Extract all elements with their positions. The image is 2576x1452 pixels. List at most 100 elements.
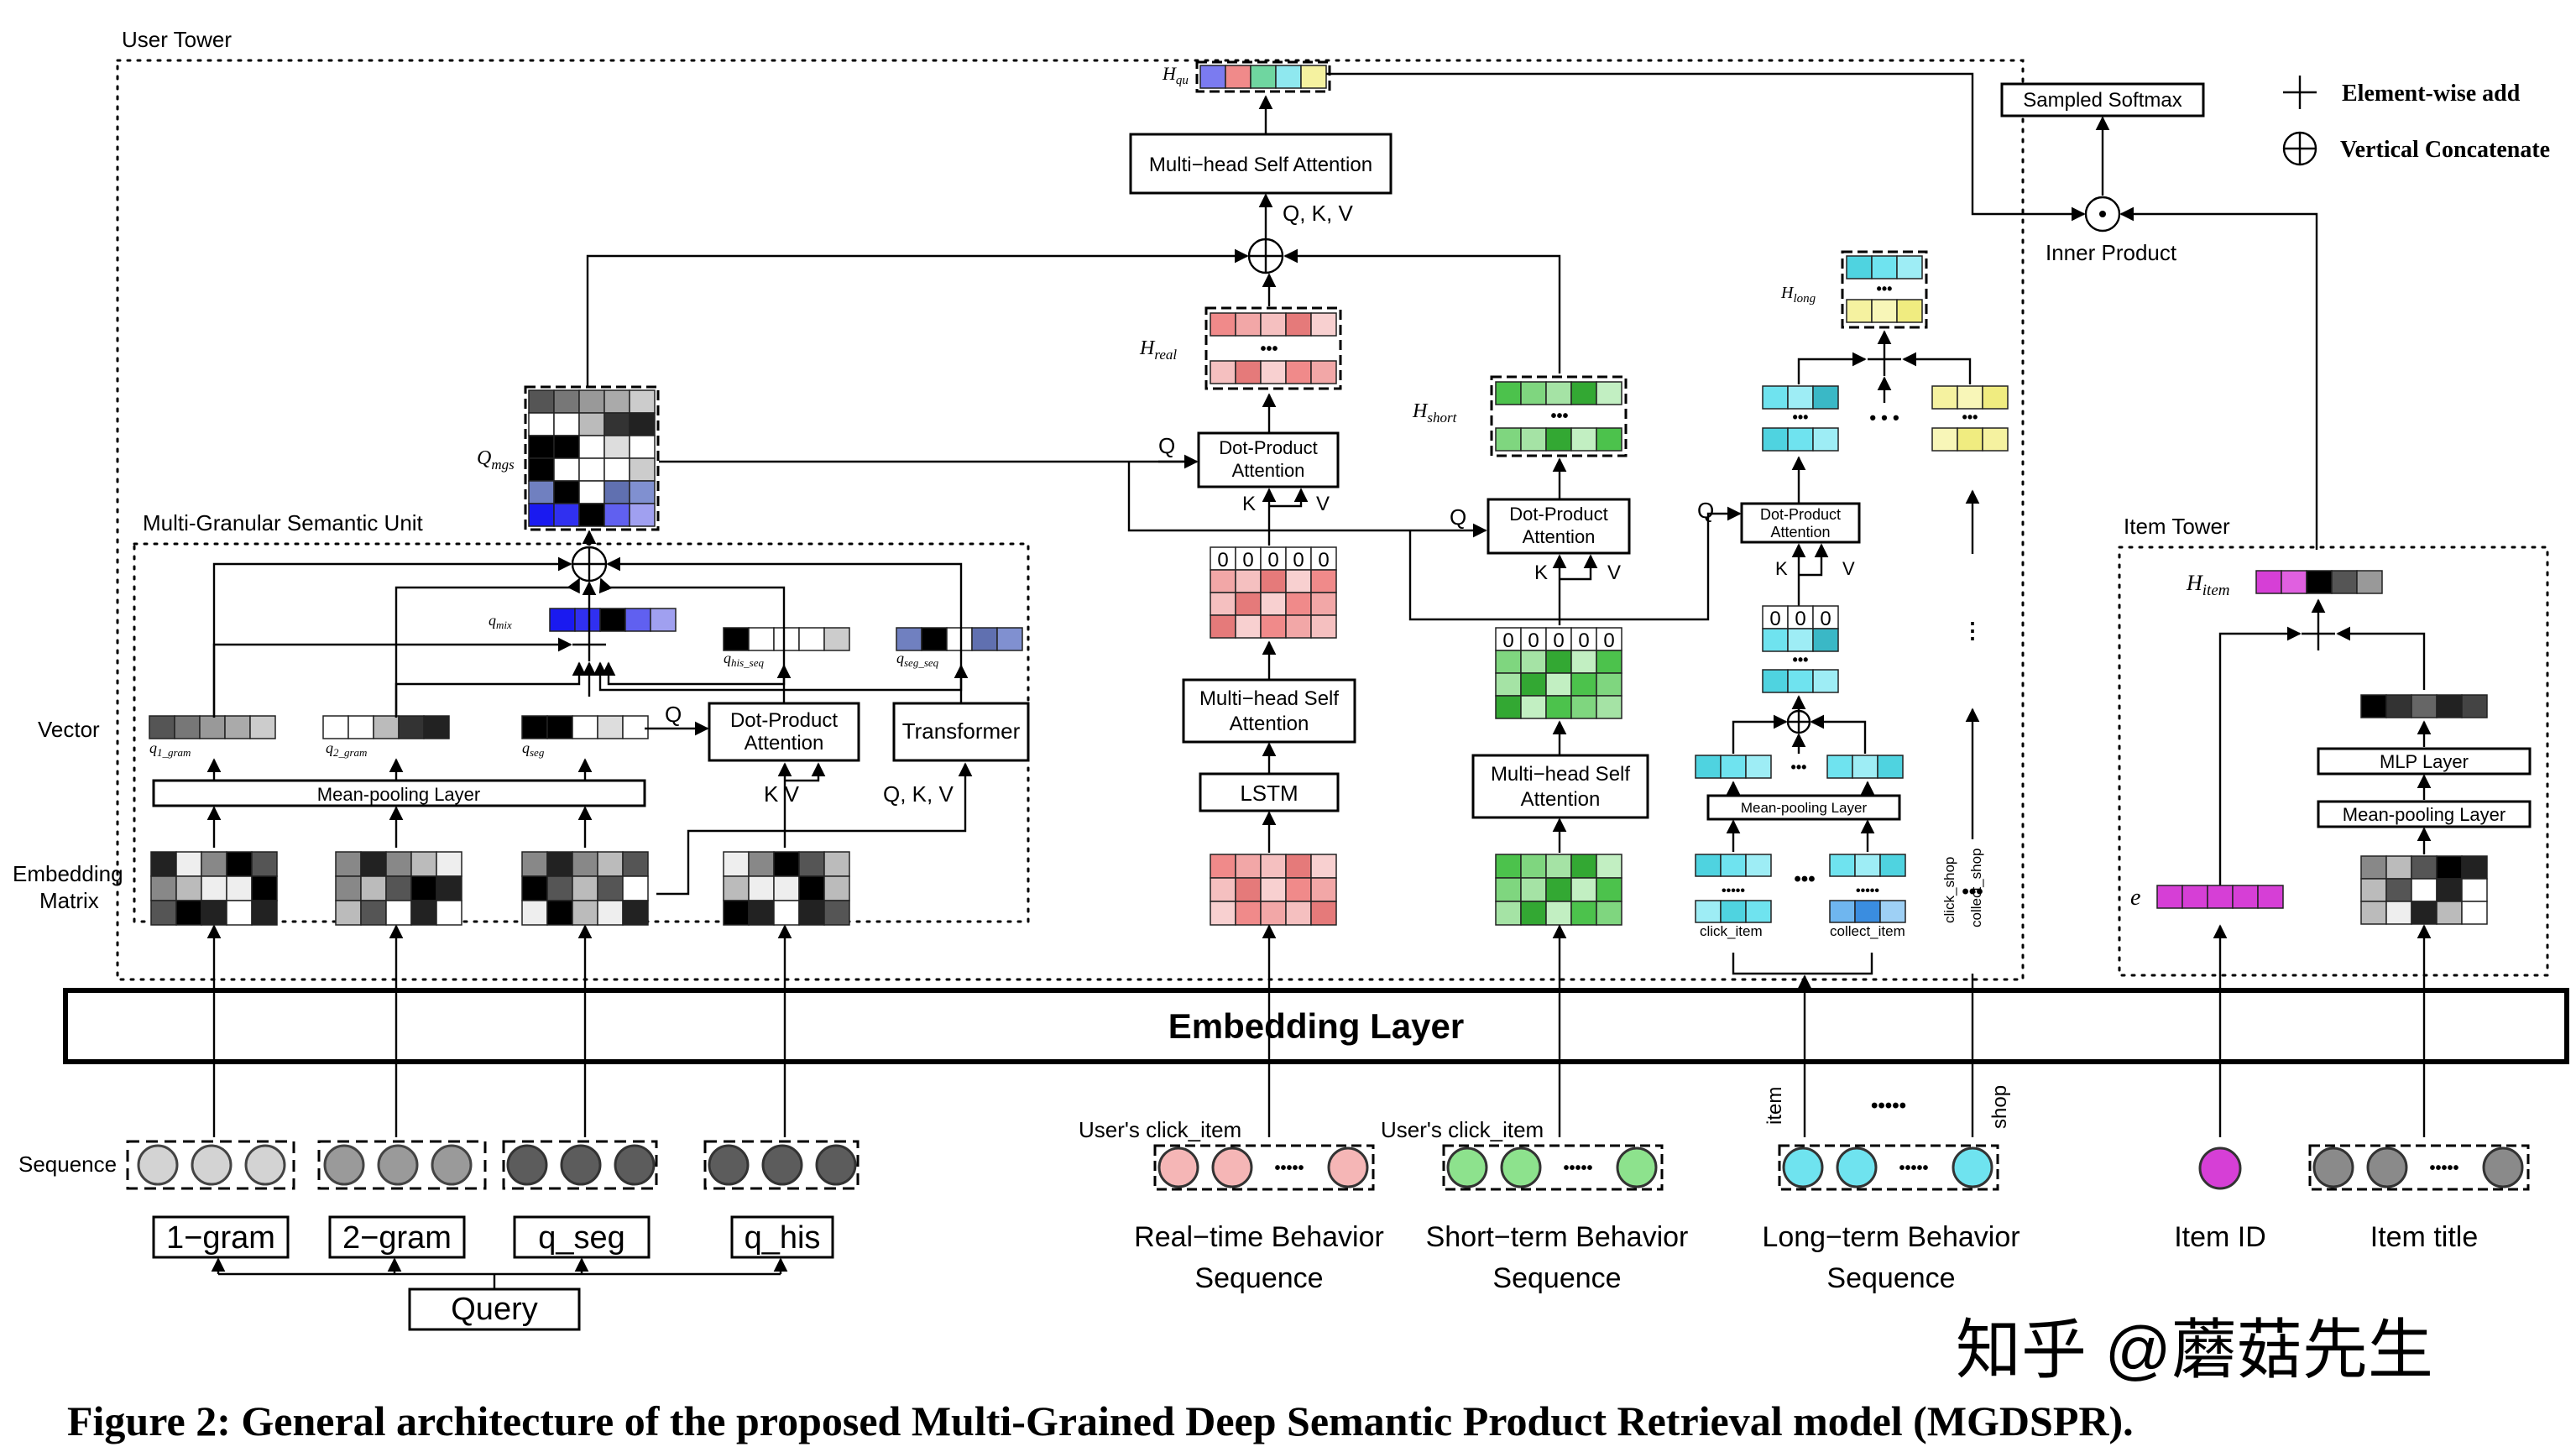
embedding-label: Embedding	[13, 861, 123, 886]
qmgs-cell	[604, 435, 630, 459]
real-emb-cell	[1260, 901, 1287, 926]
qmgs-cell	[629, 503, 656, 527]
item-mlp-box	[2317, 747, 2532, 776]
qsegseq-vector-cell	[996, 627, 1023, 651]
qseg-matrix-cell	[597, 851, 624, 877]
short-att-cell	[1520, 695, 1547, 719]
qmgs-cell	[629, 457, 656, 482]
q1gram-matrix-cell	[201, 875, 227, 901]
q2gram-vector-cell	[423, 715, 450, 739]
q1gram-matrix-cell	[175, 900, 202, 926]
svg-text:•••: •••	[1260, 340, 1278, 358]
embedding-layer-box	[63, 988, 2569, 1064]
svg-text:•••: •••	[1962, 409, 1978, 426]
svg-text:•••••: •••••	[1856, 884, 1879, 898]
hshort-cell	[1545, 381, 1572, 405]
real-att-cell	[1235, 569, 1262, 593]
q2gram-matrix-cell	[385, 900, 412, 926]
item-title-emb-cell	[2411, 855, 2438, 880]
top-mhsa-box	[1129, 133, 1393, 195]
item-mlp-out-cell	[2411, 694, 2438, 718]
real-emb-cell	[1285, 854, 1312, 879]
q2gram-vector-cell	[373, 715, 400, 739]
long-dot-attention-label-1: Dot-Product	[1760, 506, 1841, 523]
short-zero: 0	[1603, 629, 1614, 652]
hlong-cell	[1896, 299, 1923, 323]
long-zero: 0	[1795, 608, 1805, 630]
q1gram-matrix-cell	[150, 900, 177, 926]
q2gram-matrix-cell	[360, 851, 387, 877]
real-att-cell	[1235, 592, 1262, 616]
svg-text:•••: •••	[1550, 407, 1568, 426]
qseg-vector-cell	[597, 715, 624, 739]
sampled-softmax-box	[2000, 82, 2205, 118]
qseg-matrix-cell	[546, 851, 573, 877]
hreal-cell	[1285, 360, 1312, 384]
long-bottom-cell	[1745, 755, 1772, 779]
query-input-2gram-label: 2−gram	[342, 1220, 452, 1256]
long-emb-cell	[1745, 854, 1772, 877]
real-att-cell	[1310, 614, 1337, 639]
long-shop-label: shop	[1988, 1085, 2011, 1129]
real-att-cell	[1285, 592, 1312, 616]
q2gram-matrix-cell	[335, 851, 362, 877]
q2gram-matrix-cell	[410, 851, 437, 877]
hlong-cell	[1846, 299, 1873, 323]
q2gram-vector-cell	[398, 715, 425, 739]
hreal-label: Hreal	[1139, 337, 1177, 363]
qhis-matrix-cell	[748, 851, 775, 877]
plus-icon	[2283, 76, 2317, 109]
hreal-cell	[1285, 312, 1312, 337]
qmgs-matrix	[524, 385, 660, 531]
query-box	[408, 1287, 581, 1331]
q2gram-matrix-cell	[360, 875, 387, 901]
long-top-y-cell	[1982, 385, 2009, 410]
hreal-cell	[1235, 360, 1262, 384]
short-q-label: Q	[1450, 504, 1466, 530]
qmgs-cell	[528, 412, 555, 436]
item-title-label: Item title	[2370, 1221, 2478, 1253]
long-emb-cell	[1695, 900, 1722, 923]
long-item-label: item	[1763, 1087, 1786, 1125]
q1gram-vector-cell	[199, 715, 226, 739]
inner-product-label: Inner Product	[2046, 240, 2177, 265]
hqu-vector	[1195, 60, 1331, 93]
short-zero: 0	[1553, 629, 1564, 652]
q1gram-matrix-cell	[175, 851, 202, 877]
short-seq-label: User's click_item	[1381, 1117, 1544, 1142]
hlong-cell	[1871, 299, 1898, 323]
legend-add-label: Element-wise add	[2342, 81, 2521, 107]
qmgs-cell	[578, 480, 605, 504]
item-mean-pool-box	[2317, 800, 2532, 828]
qmgs-cell	[553, 412, 580, 436]
long-between-dots: •••••	[1871, 1094, 1906, 1117]
top-qkv-label: Q, K, V	[1283, 201, 1353, 226]
qhis-matrix-cell	[748, 875, 775, 901]
long-shop-dots: •••	[1962, 880, 1983, 903]
query-input-1gram-label: 1−gram	[166, 1220, 275, 1256]
hqu-cell	[1300, 65, 1327, 89]
real-emb-cell	[1285, 877, 1312, 902]
legend-concat-label: Vertical Concatenate	[2340, 137, 2550, 163]
long-concat-node	[1786, 709, 1811, 734]
seq-token	[2482, 1146, 2524, 1188]
sampled-softmax-label: Sampled Softmax	[2023, 89, 2182, 112]
real-name-1: Real−time Behavior	[1134, 1221, 1384, 1253]
qhis-matrix-cell	[773, 875, 800, 901]
real-emb-cell	[1210, 854, 1236, 879]
item-title-emb-cell	[2360, 855, 2387, 880]
item-mlp-out-cell	[2461, 694, 2488, 718]
query-input-2gram	[328, 1215, 466, 1259]
q2gram-matrix-cell	[410, 900, 437, 926]
msu-dot-attention-label-1: Dot-Product	[730, 709, 838, 732]
hshort-cell	[1520, 381, 1547, 405]
hshort-cell	[1520, 427, 1547, 452]
long-top-y-cell	[1982, 427, 2009, 452]
short-mhsa-box	[1471, 754, 1649, 819]
hreal-cell	[1210, 360, 1236, 384]
short-att-cell	[1570, 672, 1597, 697]
qmix-vector-cell	[624, 608, 651, 632]
q1gram-matrix-cell	[175, 875, 202, 901]
hreal-cell	[1310, 360, 1337, 384]
